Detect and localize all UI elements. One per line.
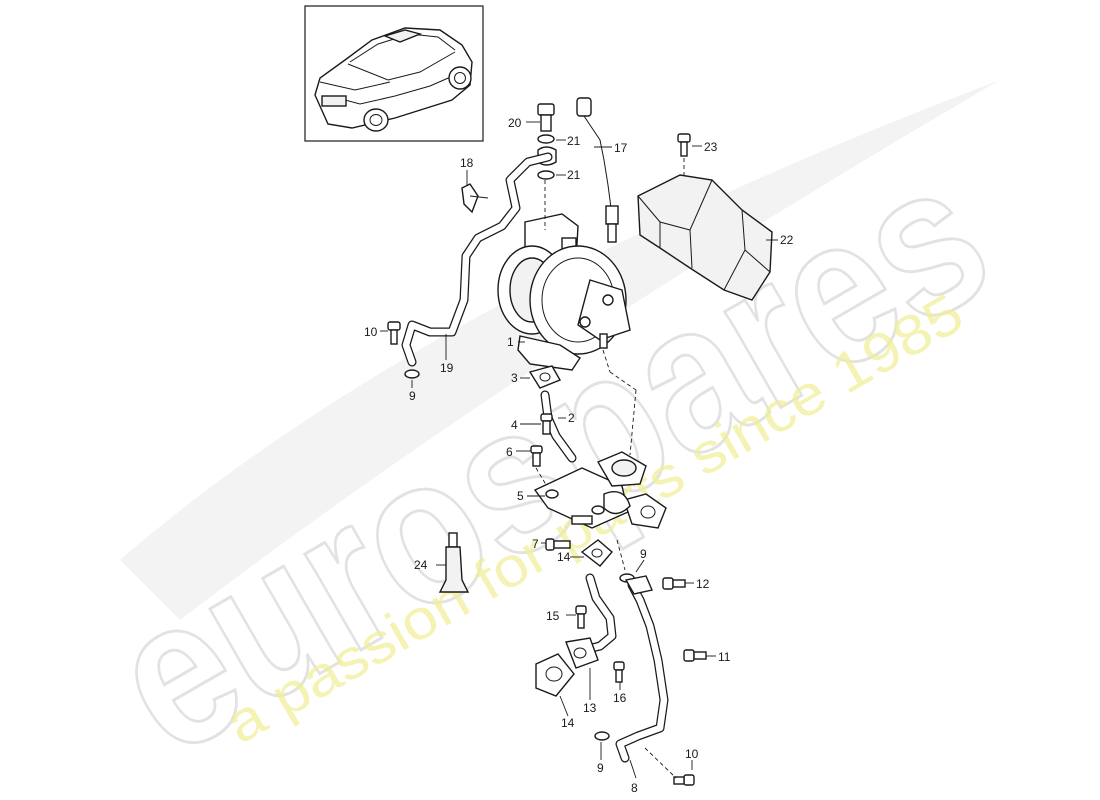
clip-18 — [461, 183, 489, 214]
callout-23: 23 — [704, 140, 718, 154]
callout-16: 16 — [613, 691, 627, 705]
callout-21-upper: 21 — [567, 134, 581, 148]
bolt-11 — [683, 649, 707, 662]
callout-5: 5 — [517, 489, 524, 503]
callout-14-lower: 14 — [561, 716, 575, 730]
gasket-14-upper — [580, 539, 613, 567]
callout-4: 4 — [511, 418, 518, 432]
callout-15: 15 — [546, 609, 560, 623]
washer-21-lower — [537, 170, 555, 180]
bolt-10-upper — [387, 321, 401, 345]
gasket-3 — [528, 365, 562, 389]
callout-6: 6 — [506, 445, 513, 459]
washer-9-lower — [594, 731, 610, 741]
callout-24: 24 — [414, 558, 428, 572]
pipe-8 — [616, 581, 668, 762]
callout-12: 12 — [696, 577, 710, 591]
vehicle-thumbnail — [304, 5, 484, 142]
pipe-13-flange — [565, 637, 599, 669]
bolt-20 — [537, 103, 555, 132]
washer-21-upper — [537, 134, 555, 144]
callout-1: 1 — [507, 335, 514, 349]
bolt-16 — [613, 661, 625, 683]
heat-shield-22 — [637, 174, 773, 301]
callout-9-middle: 9 — [640, 547, 647, 561]
leader-lines — [380, 121, 778, 779]
bolt-23 — [677, 133, 691, 157]
washer-9-upper — [404, 369, 420, 379]
callout-11: 11 — [718, 650, 731, 664]
gasket-14-lower — [535, 653, 575, 697]
sealant-tube-24 — [438, 532, 470, 593]
bolt-6 — [530, 445, 543, 467]
turbocharger-1 — [497, 213, 631, 371]
pipe-8-flange — [624, 575, 653, 595]
callout-13: 13 — [583, 701, 597, 715]
callout-18: 18 — [460, 156, 474, 170]
callout-14-upper: 14 — [557, 550, 571, 564]
callout-3: 3 — [511, 371, 518, 385]
callout-labels: 20 21 21 17 23 22 18 10 19 9 1 3 2 4 6 5… — [364, 116, 794, 795]
callout-8: 8 — [631, 781, 638, 795]
callout-22: 22 — [780, 233, 794, 247]
callout-10-lower: 10 — [685, 747, 699, 761]
oil-line-19 — [402, 153, 552, 366]
bolt-4 — [540, 413, 553, 435]
callout-10-upper: 10 — [364, 325, 378, 339]
bolt-10-lower — [673, 774, 695, 786]
pipe-13 — [580, 574, 616, 654]
bolt-12 — [662, 577, 686, 590]
callout-20: 20 — [508, 116, 522, 130]
oxygen-sensor-17 — [576, 97, 619, 243]
callout-17: 17 — [614, 141, 628, 155]
flange-5 — [533, 451, 667, 529]
pipe-13-port — [573, 647, 587, 659]
bolt-7 — [545, 538, 571, 551]
bolt-15 — [575, 605, 587, 629]
callout-9-upper: 9 — [409, 389, 416, 403]
pipe-2 — [541, 391, 576, 462]
callout-7: 7 — [532, 537, 539, 551]
callout-9-lower: 9 — [597, 761, 604, 775]
callout-2: 2 — [568, 411, 575, 425]
suv-vehicle-icon — [314, 27, 473, 132]
callout-21-lower: 21 — [567, 168, 581, 182]
callout-19: 19 — [440, 361, 454, 375]
